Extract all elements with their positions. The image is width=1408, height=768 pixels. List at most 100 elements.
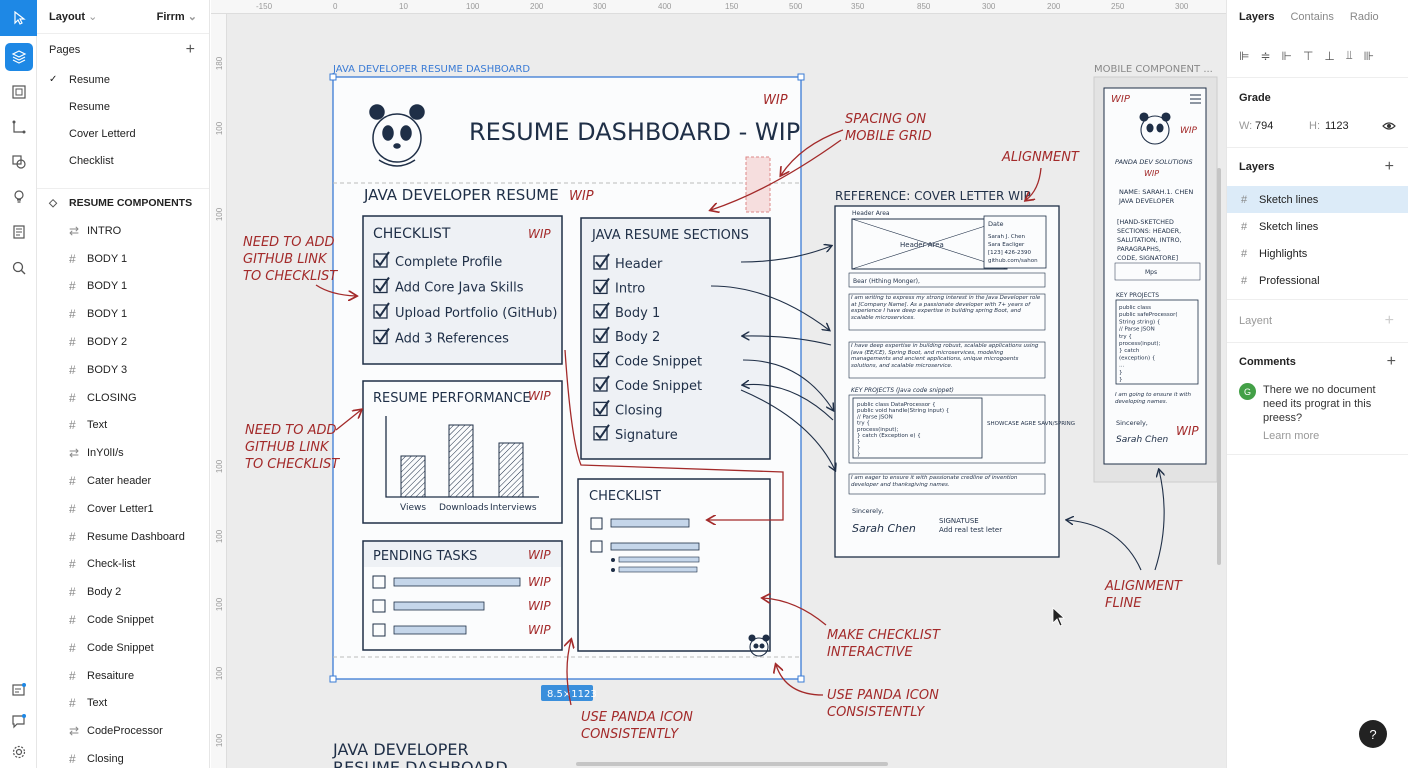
chat-tool-button[interactable]	[5, 707, 33, 735]
layer-item[interactable]: #Check-list	[37, 551, 209, 579]
java-sections-card[interactable]	[580, 217, 771, 460]
rp-layer-item[interactable]: #Sketch lines	[1227, 213, 1408, 240]
layer-item[interactable]: #Closing	[37, 745, 209, 768]
layout-dropdown[interactable]: Layout ⌄	[49, 10, 97, 23]
align-center-icon[interactable]: ≑	[1260, 48, 1271, 63]
inbox-tool-button[interactable]	[5, 676, 33, 704]
checkbox[interactable]	[373, 253, 388, 268]
layer-item[interactable]: #CLOSING	[37, 384, 209, 412]
layer-item[interactable]: ⇄INTRO	[37, 217, 209, 245]
layer-item[interactable]: #Cover Letter1	[37, 495, 209, 523]
resize-handle[interactable]	[797, 675, 805, 683]
align-left-icon[interactable]: ⊫	[1239, 48, 1250, 63]
layer-item[interactable]: #BODY 3	[37, 356, 209, 384]
layer-item[interactable]: #Resume Dashboard	[37, 523, 209, 551]
checklist-2-card[interactable]	[577, 478, 771, 652]
align-top-icon[interactable]: ⊤	[1302, 48, 1314, 63]
checkbox[interactable]	[593, 401, 608, 417]
checkbox[interactable]	[373, 304, 388, 319]
layer-item[interactable]: ⇄CodeProcessor	[37, 717, 209, 745]
learn-more-link[interactable]: Learn more	[1263, 430, 1320, 442]
checkbox[interactable]	[590, 517, 603, 530]
help-button[interactable]: ?	[1359, 720, 1387, 748]
checkbox[interactable]	[593, 352, 608, 368]
ideas-tool-button[interactable]	[5, 183, 33, 211]
h-input[interactable]: 1123	[1325, 120, 1349, 132]
layers-tool-button[interactable]	[5, 43, 33, 71]
align-right-icon[interactable]: ⊩	[1281, 48, 1292, 63]
rp-layer-item[interactable]: #Highlights	[1227, 240, 1408, 267]
add-page-icon[interactable]: +	[185, 41, 195, 58]
w-input[interactable]: 794	[1255, 120, 1274, 132]
checklist-card[interactable]	[362, 215, 563, 365]
align-middle-icon[interactable]: ⊥	[1324, 48, 1335, 63]
layer-item[interactable]: ⇄InY0lI/s	[37, 439, 209, 467]
move-tool-button[interactable]	[0, 0, 37, 36]
checkbox[interactable]	[590, 540, 603, 553]
layer-item[interactable]: #Text	[37, 412, 209, 440]
task-checkbox[interactable]	[372, 623, 386, 637]
checkbox[interactable]	[373, 278, 388, 294]
shapes-tool-button[interactable]	[5, 148, 33, 176]
document-tool-button[interactable]	[5, 218, 33, 246]
cursor-icon	[13, 11, 26, 25]
align-bottom-icon[interactable]: ⫫	[1345, 48, 1353, 62]
search-tool-button[interactable]	[5, 254, 33, 282]
page-label: Resume	[69, 100, 110, 113]
vertical-scrollbar[interactable]	[1217, 168, 1221, 565]
resize-handle[interactable]	[329, 73, 337, 81]
layer-item[interactable]: #Cater header	[37, 467, 209, 495]
add-icon[interactable]: +	[1384, 312, 1394, 329]
connector-tool-button[interactable]	[5, 113, 33, 141]
page-item[interactable]: Checklist	[37, 147, 209, 174]
checkbox[interactable]	[593, 255, 608, 270]
file-dropdown[interactable]: Firrm ⌄	[157, 10, 197, 23]
check-icon	[595, 253, 610, 269]
task-checkbox[interactable]	[372, 599, 386, 613]
resize-handle[interactable]	[329, 675, 337, 683]
resize-handle[interactable]	[797, 73, 805, 81]
add-layer-icon[interactable]: +	[1384, 158, 1394, 175]
layer-item[interactable]: #BODY 1	[37, 273, 209, 301]
arrow	[781, 129, 844, 175]
page-item[interactable]: ✓Resume	[37, 66, 209, 93]
horizontal-scrollbar[interactable]	[576, 762, 888, 766]
canvas[interactable]: -150 0 10 100 200 300 400 150 500 350 85…	[211, 0, 1226, 768]
layers-header: Layers +	[1227, 148, 1408, 186]
checkbox[interactable]	[593, 377, 608, 392]
layer-item[interactable]: #BODY 1	[37, 300, 209, 328]
page-item[interactable]: Resume	[37, 93, 209, 120]
rp-layer-item[interactable]: #Professional	[1227, 267, 1408, 294]
eye-icon[interactable]	[1382, 121, 1396, 131]
comment-item[interactable]: G There we no document need its prograt …	[1239, 383, 1396, 442]
checkbox[interactable]	[593, 304, 608, 319]
mobile-frame-label[interactable]: MOBILE COMPONENT ...	[1094, 64, 1213, 75]
checkbox[interactable]	[593, 328, 608, 343]
add-comment-icon[interactable]: +	[1386, 353, 1396, 370]
settings-tool-button[interactable]	[5, 738, 33, 766]
layer-item[interactable]: #BODY 1	[37, 245, 209, 273]
tab-layers[interactable]: Layers	[1239, 11, 1275, 23]
tab-contains[interactable]: Contains	[1290, 11, 1334, 23]
page-item[interactable]: Cover Letterd	[37, 120, 209, 147]
layer-item[interactable]: #Body 2	[37, 578, 209, 606]
layer-item[interactable]: #Resaiture	[37, 662, 209, 690]
ruler-tick: 300	[1175, 2, 1189, 11]
frame-tool-button[interactable]	[5, 78, 33, 106]
layer-item[interactable]: #Code Snippet	[37, 634, 209, 662]
checkbox[interactable]	[593, 426, 608, 441]
tab-radio[interactable]: Radio	[1349, 11, 1379, 23]
ruler-left: 180 100 100 100 100 100 100 100	[211, 14, 227, 768]
rp-layer-item[interactable]: #Sketch lines	[1227, 186, 1408, 213]
layer-item[interactable]: #Text	[37, 690, 209, 718]
distribute-icon[interactable]: ⊪	[1363, 48, 1375, 63]
checkbox[interactable]	[593, 279, 608, 295]
components-header[interactable]: ◇RESUME COMPONENTS	[37, 189, 209, 217]
frame-label[interactable]: JAVA DEVELOPER RESUME DASHBOARD	[332, 64, 530, 75]
layer-item[interactable]: #Code Snippet	[37, 606, 209, 634]
checkbox[interactable]	[373, 329, 388, 345]
layer-item[interactable]: #BODY 2	[37, 328, 209, 356]
hamburger-icon[interactable]	[1190, 94, 1201, 104]
task-checkbox[interactable]	[372, 575, 386, 589]
